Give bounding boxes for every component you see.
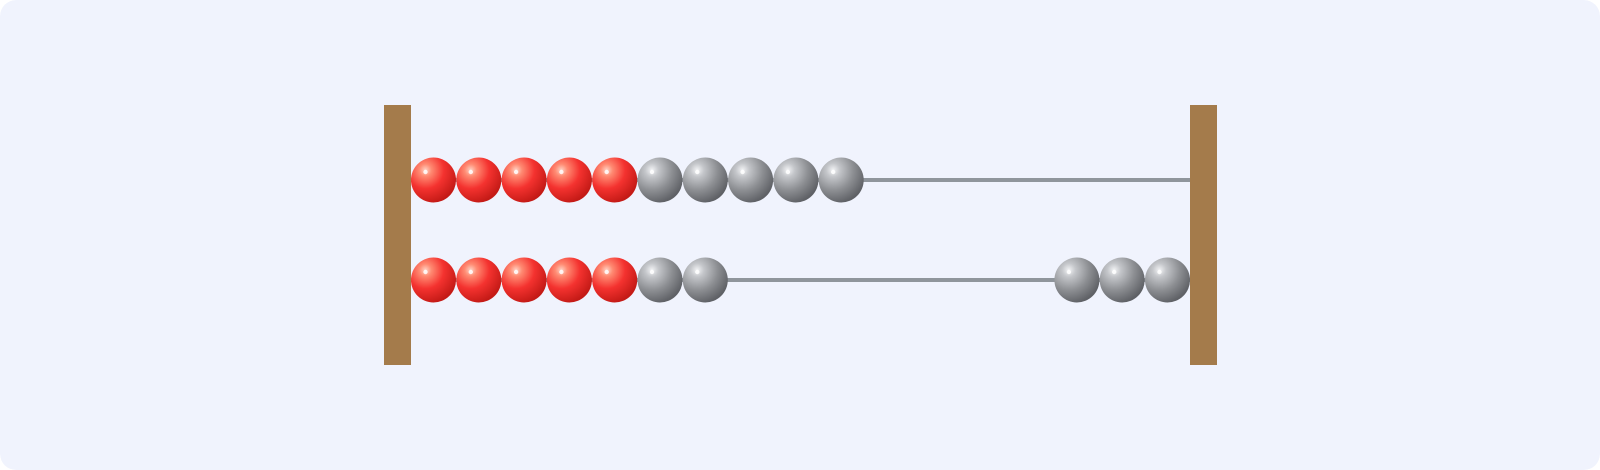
bottom-row-bead-3-red[interactable] — [501, 257, 547, 303]
bottom-row-bead-4-red[interactable] — [546, 257, 592, 303]
bottom-row-bead-1-red[interactable] — [411, 257, 456, 303]
right-frame-post — [1190, 105, 1217, 365]
top-row-bead-2-red[interactable] — [456, 157, 502, 203]
bottom-row-bead-10-gray[interactable] — [1145, 257, 1190, 303]
top-row-bead-10-gray[interactable] — [818, 157, 864, 203]
top-row-bead-5-red[interactable] — [592, 157, 638, 203]
top-row-bead-8-gray[interactable] — [728, 157, 774, 203]
bottom-row-bead-9-gray[interactable] — [1099, 257, 1145, 303]
top-row-bead-3-red[interactable] — [501, 157, 547, 203]
bottom-row-bead-7-gray[interactable] — [682, 257, 728, 303]
top-row-bead-4-red[interactable] — [546, 157, 592, 203]
left-frame-post — [384, 105, 411, 365]
bottom-row-bead-2-red[interactable] — [456, 257, 502, 303]
bottom-row-bead-6-gray[interactable] — [637, 257, 683, 303]
top-row-bead-7-gray[interactable] — [682, 157, 728, 203]
bottom-row-bead-5-red[interactable] — [592, 257, 638, 303]
top-row-bead-6-gray[interactable] — [637, 157, 683, 203]
top-row-bead-1-red[interactable] — [411, 157, 456, 203]
top-row-bead-9-gray[interactable] — [773, 157, 819, 203]
bottom-row-bead-8-gray[interactable] — [1054, 257, 1100, 303]
